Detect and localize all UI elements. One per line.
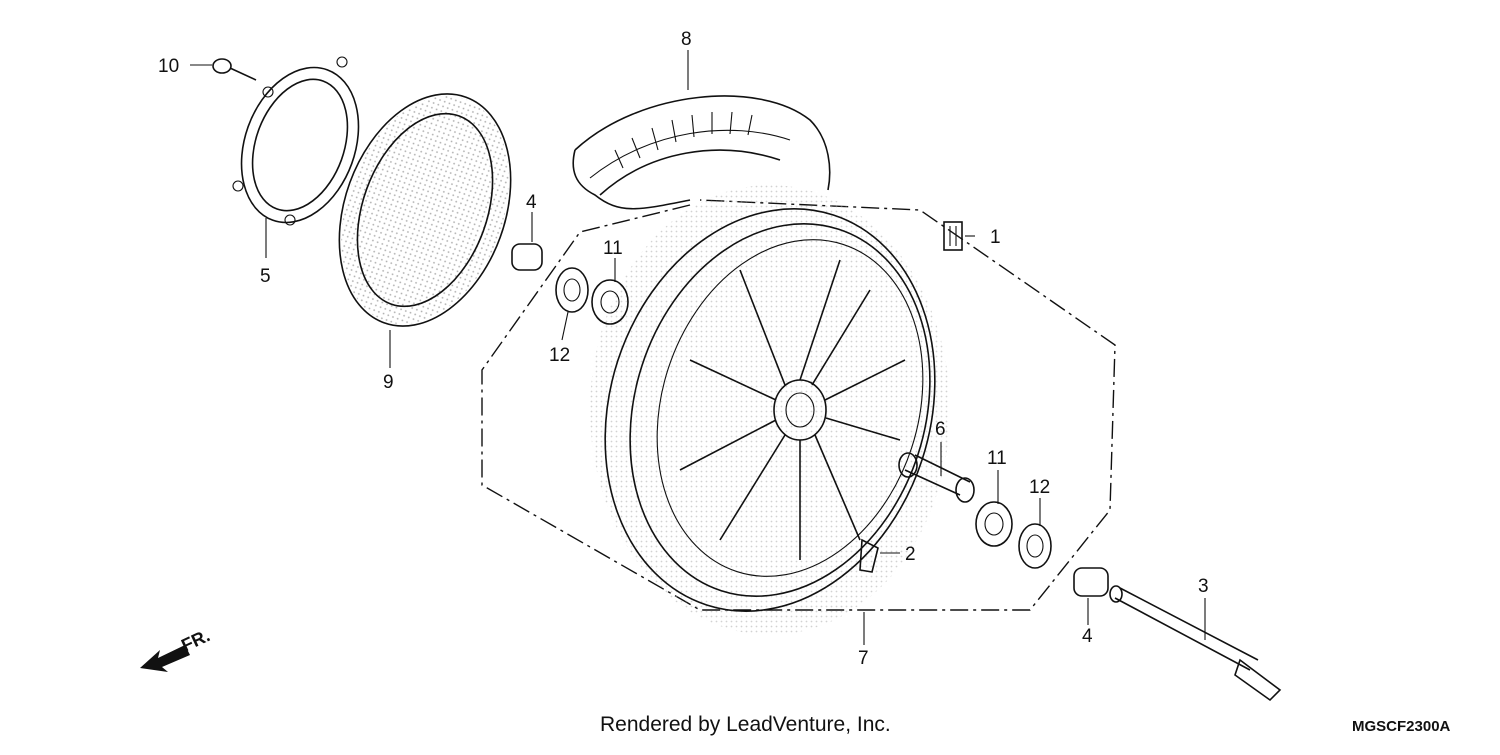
distance-collar-part-6[interactable]: [898, 452, 975, 503]
callout-2: 2: [905, 544, 916, 565]
assembly-boundary-outline: [481, 199, 1116, 611]
callout-4-left: 4: [526, 192, 537, 213]
pulser-ring-part-5[interactable]: [221, 51, 379, 239]
callout-11-left: 11: [603, 238, 623, 259]
bolt-part-10[interactable]: [212, 58, 257, 81]
callout-3: 3: [1198, 576, 1209, 597]
front-direction-arrow-icon: FR.: [140, 625, 213, 672]
tire-part-8[interactable]: [572, 95, 831, 210]
brake-disc-part-9[interactable]: [309, 70, 541, 350]
dust-seal-part-12-left[interactable]: [555, 267, 589, 313]
collar-part-4-left[interactable]: [511, 243, 543, 271]
callout-12-left: 12: [549, 345, 570, 366]
callout-7: 7: [858, 648, 869, 669]
callout-12-right: 12: [1029, 477, 1050, 498]
callout-4-right: 4: [1082, 626, 1093, 647]
callout-11-right: 11: [987, 448, 1007, 469]
axle-part-3[interactable]: [1109, 585, 1282, 702]
callout-8: 8: [681, 29, 692, 50]
callout-10: 10: [158, 56, 179, 77]
callout-6: 6: [935, 419, 946, 440]
render-credit: Rendered by LeadVenture, Inc.: [600, 713, 891, 736]
wheel-part-7[interactable]: [554, 166, 985, 655]
leader-lines: [190, 50, 1206, 645]
bearing-part-11-right[interactable]: [975, 501, 1013, 547]
diagram-code: MGSCF2300A: [1352, 718, 1451, 735]
callout-5: 5: [260, 266, 271, 287]
callout-9: 9: [383, 372, 394, 393]
bearing-part-11-left[interactable]: [591, 279, 629, 325]
collar-part-4-right[interactable]: [1073, 567, 1109, 597]
dust-seal-part-12-right[interactable]: [1018, 523, 1052, 569]
valve-part-2[interactable]: [859, 538, 879, 573]
balance-weight-part-1[interactable]: [943, 221, 963, 251]
callout-1: 1: [990, 227, 1001, 248]
